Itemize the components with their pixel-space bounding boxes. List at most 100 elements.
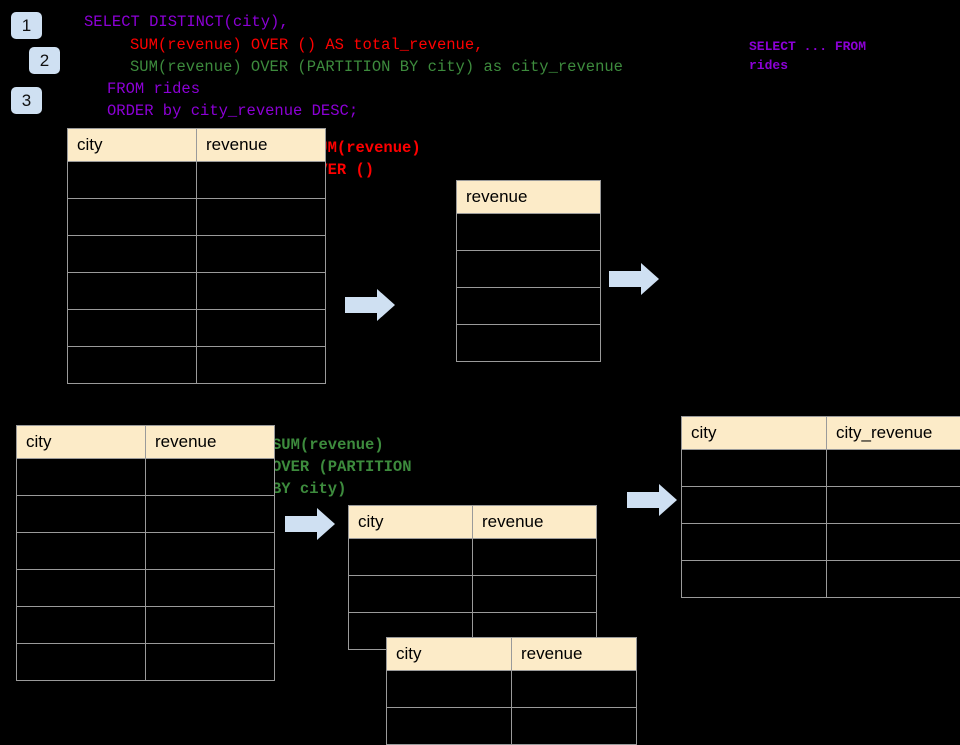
table-rides-source-top: city revenue: [67, 128, 326, 384]
table-cell: [457, 251, 601, 288]
table-cell: [349, 576, 473, 613]
table-cell: [387, 671, 512, 708]
arrow-bottom-1-icon: [285, 507, 335, 541]
table-cell: [197, 162, 326, 199]
table-cell: [473, 539, 597, 576]
sql-line-city-revenue: SUM(revenue) OVER (PARTITION BY city) as…: [130, 56, 623, 78]
column-header-revenue: revenue: [146, 426, 275, 459]
table-row: [68, 310, 326, 347]
table-cell: [17, 644, 146, 681]
table-cell: [68, 347, 197, 384]
column-header-city: city: [68, 129, 197, 162]
table-cell: [457, 288, 601, 325]
column-header-revenue: revenue: [512, 638, 637, 671]
table-cell: [827, 487, 960, 524]
table-cell: [682, 561, 827, 598]
table-cell: [197, 347, 326, 384]
table-header-row: city revenue: [17, 426, 275, 459]
table-cell: [682, 524, 827, 561]
table-cell: [682, 487, 827, 524]
table-cell: [17, 607, 146, 644]
table-row: [17, 644, 275, 681]
table-header-row: city city_revenue: [682, 417, 960, 450]
table-cell: [68, 236, 197, 273]
table-cell: [512, 708, 637, 745]
table-cell: [827, 561, 960, 598]
sql-line-total-revenue: SUM(revenue) OVER () AS total_revenue,: [130, 34, 483, 56]
table-row: [68, 347, 326, 384]
table-cell: [17, 570, 146, 607]
column-header-city: city: [387, 638, 512, 671]
diagram-canvas: 1 2 3 SELECT DISTINCT(city), SUM(revenue…: [0, 0, 960, 720]
table-header-row: city revenue: [387, 638, 637, 671]
table-row: [68, 162, 326, 199]
table-row: [457, 288, 601, 325]
table-row: [457, 251, 601, 288]
table-row: [68, 273, 326, 310]
table-cell: [146, 533, 275, 570]
table-row: [349, 576, 597, 613]
column-header-city: city: [17, 426, 146, 459]
table-row: [457, 325, 601, 362]
table-row: [68, 199, 326, 236]
step-badge-1: 1: [11, 12, 42, 39]
table-cell: [146, 644, 275, 681]
table-cell: [197, 273, 326, 310]
table-row: [387, 708, 637, 745]
arrow-top-2-icon: [609, 262, 659, 296]
sql-line-order-by: ORDER by city_revenue DESC;: [107, 100, 358, 122]
table-row: [682, 524, 960, 561]
table-row: [349, 539, 597, 576]
table-cell: [17, 496, 146, 533]
table-row: [17, 607, 275, 644]
arrow-bottom-2-icon: [627, 483, 677, 517]
column-header-revenue: revenue: [197, 129, 326, 162]
table-cell: [457, 325, 601, 362]
sql-line-select: SELECT DISTINCT(city),: [84, 11, 289, 33]
table-total-revenue: revenue: [456, 180, 601, 362]
table-cell: [197, 310, 326, 347]
table-cell: [682, 450, 827, 487]
column-header-revenue: revenue: [473, 506, 597, 539]
table-row: [682, 450, 960, 487]
table-row: [682, 561, 960, 598]
table-row: [682, 487, 960, 524]
table-cell: [68, 273, 197, 310]
table-cell: [512, 671, 637, 708]
table-row: [387, 671, 637, 708]
table-cell: [827, 524, 960, 561]
table-cell: [197, 236, 326, 273]
table-rides-source-bottom: city revenue: [16, 425, 275, 681]
table-cell: [457, 214, 601, 251]
table-city-revenue-result: city city_revenue: [681, 416, 960, 598]
table-row: [17, 570, 275, 607]
column-header-city: city: [682, 417, 827, 450]
sql-line-from: FROM rides: [107, 78, 200, 100]
table-cell: [68, 162, 197, 199]
annotation-sum-over-partition: SUM(revenue) OVER (PARTITION BY city): [272, 434, 412, 500]
table-cell: [146, 607, 275, 644]
table-cell: [197, 199, 326, 236]
side-note-select-from-rides: SELECT ... FROM rides: [749, 37, 866, 75]
step-badge-2: 2: [29, 47, 60, 74]
table-header-row: revenue: [457, 181, 601, 214]
table-cell: [17, 533, 146, 570]
column-header-city-revenue: city_revenue: [827, 417, 960, 450]
arrow-top-1-icon: [345, 288, 395, 322]
table-row: [17, 496, 275, 533]
table-row: [17, 533, 275, 570]
table-cell: [387, 708, 512, 745]
table-header-row: city revenue: [349, 506, 597, 539]
table-cell: [146, 570, 275, 607]
table-cell: [17, 459, 146, 496]
table-cell: [473, 576, 597, 613]
table-partition-group-a: city revenue: [348, 505, 597, 650]
table-cell: [827, 450, 960, 487]
table-partition-group-b: city revenue: [386, 637, 637, 745]
table-header-row: city revenue: [68, 129, 326, 162]
step-badge-3: 3: [11, 87, 42, 114]
table-cell: [68, 310, 197, 347]
table-row: [17, 459, 275, 496]
column-header-revenue: revenue: [457, 181, 601, 214]
table-cell: [146, 459, 275, 496]
